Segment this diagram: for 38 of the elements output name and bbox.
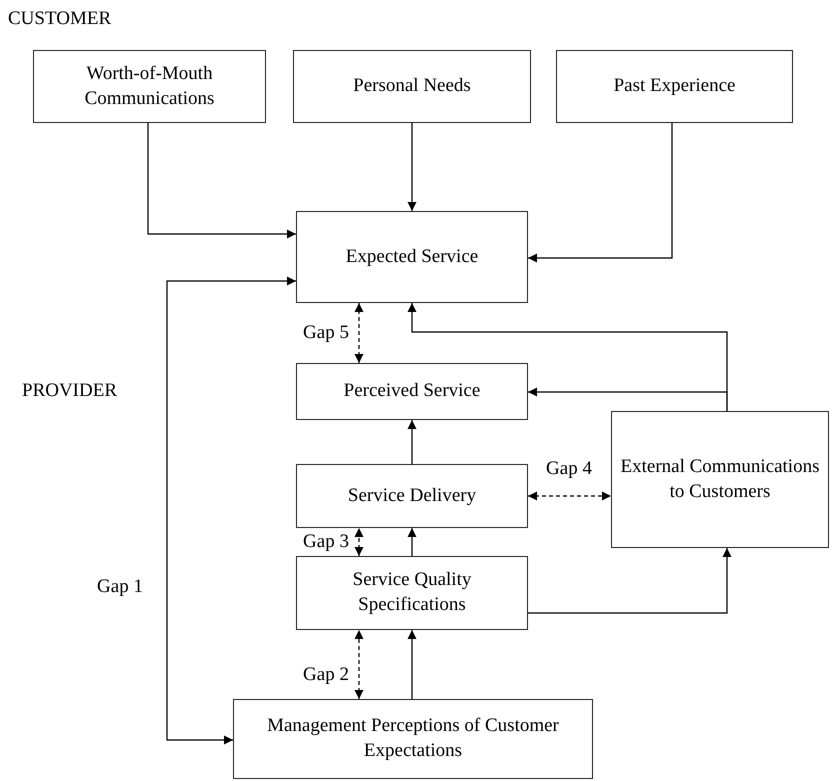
edge-label: Gap 3	[301, 531, 351, 553]
edge-label: Gap 2	[301, 664, 351, 686]
process-box	[296, 556, 528, 630]
process-box	[296, 464, 528, 528]
box-label: Management Perceptions of Customer Expectations	[266, 714, 560, 763]
arrow	[408, 420, 416, 464]
box-label: Service Quality Specifications	[352, 568, 472, 617]
box-label: Worth-of-Mouth Communications	[84, 62, 216, 110]
process-box	[296, 211, 528, 303]
dashed-arrow	[354, 630, 364, 699]
box-label: Past Experience	[614, 74, 736, 98]
dashed-arrow	[354, 528, 364, 556]
arrow	[408, 123, 416, 211]
section-label: PROVIDER	[22, 380, 118, 402]
process-box	[611, 411, 829, 548]
box-label: Service Delivery	[348, 484, 476, 508]
box-label: Expected Service	[346, 244, 478, 269]
box-label: External Communications to Customers	[620, 454, 820, 504]
arrow	[408, 528, 416, 556]
edge-label: Gap 4	[544, 458, 594, 480]
process-box	[556, 50, 793, 123]
edge-label: Gap 5	[301, 322, 351, 344]
box-label: Perceived Service	[344, 379, 480, 404]
arrow	[166, 276, 296, 744]
arrow	[147, 123, 296, 238]
arrow	[528, 388, 728, 411]
box-label: Personal Needs	[353, 74, 471, 98]
process-box	[33, 50, 266, 123]
process-box	[233, 699, 593, 779]
process-box	[296, 363, 528, 420]
dashed-arrow	[528, 492, 611, 500]
section-label: CUSTOMER	[8, 8, 112, 30]
arrow	[408, 630, 416, 699]
arrow	[528, 548, 732, 614]
process-box	[293, 50, 531, 123]
arrow	[528, 123, 673, 262]
edge-label: Gap 1	[95, 576, 145, 598]
dashed-arrow	[354, 303, 364, 363]
